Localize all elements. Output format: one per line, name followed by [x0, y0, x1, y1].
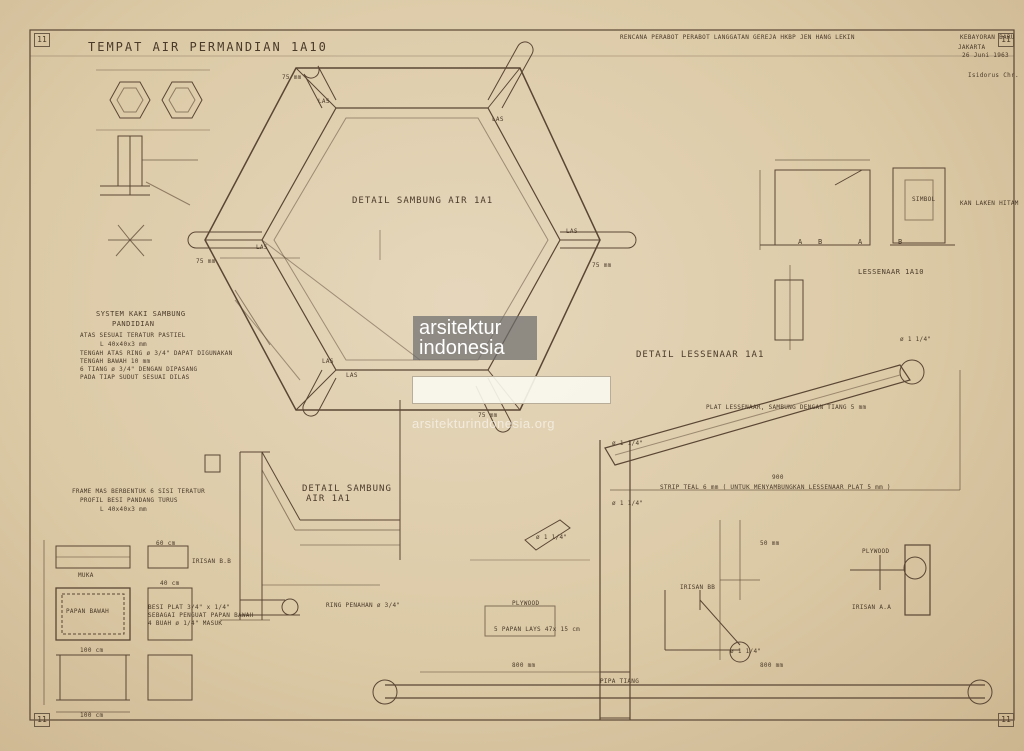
sistem-kaki-7: 6 TIANG ø 3/4" DENGAN DIPASANG	[80, 366, 198, 373]
sistem-kaki-8: PADA TIAP SUDUT SESUAI DILAS	[80, 374, 190, 381]
watermark-url: arsitekturindonesia.org	[412, 416, 556, 431]
drawing-date: 26 Juni 1963	[962, 52, 1009, 59]
frame-2: PROFIL BESI PANDANG TURUS	[80, 497, 178, 504]
las-6: LAS	[346, 372, 358, 379]
label-muka: MUKA	[78, 572, 94, 579]
dim-50: 50 mm	[760, 540, 780, 547]
dim-100-top: 100 cm	[80, 647, 104, 654]
label-irisan-bb: IRISAN B.B	[192, 558, 232, 565]
sistem-kaki-1: SYSTEM KAKI SAMBUNG	[96, 310, 186, 318]
sheet-number-top-left: 11	[34, 33, 50, 47]
dim-40: 40 cm	[160, 580, 180, 587]
besi-plat-3: 4 BUAH ø 1/4" MASUK	[148, 620, 223, 627]
besi-plat-2: SEBAGAI PENGUAT PAPAN BAWAH	[148, 612, 254, 619]
label-papan-lay: 5 PAPAN LAYS 47x 15 cm	[494, 626, 581, 633]
project-city: JAKARTA	[958, 44, 986, 51]
label-plat-lessenaar: PLAT LESSENAAR, SAMBUNG DENGAN TIANG 5 m…	[706, 404, 867, 411]
project-location: KEBAYORAN BARU	[960, 34, 1015, 41]
sheet-number-top-right: 11	[998, 33, 1014, 47]
label-detail-sambung-small-2: AIR 1A1	[306, 494, 351, 504]
label-plywood: PLYWOOD	[512, 600, 540, 607]
dim-800-right: 800 mm	[760, 662, 784, 669]
dim-800-left: 800 mm	[512, 662, 536, 669]
watermark-field	[412, 376, 611, 404]
pipe-size-2: ø 1 1/4"	[612, 440, 644, 447]
sistem-kaki-2: PANDIDIAN	[112, 320, 155, 328]
signature: Isidorus Chr.	[968, 72, 1019, 79]
sistem-kaki-5: TENGAH ATAS RING ø 3/4" DAPAT DIGUNAKAN	[80, 350, 233, 357]
dim-75-top: 75 mm	[282, 74, 302, 81]
label-detail-sambung-air: DETAIL SAMBUNG AIR 1A1	[352, 196, 494, 206]
marker-a-1: A	[798, 238, 803, 246]
label-simbol: SIMBOL	[912, 196, 936, 203]
pipe-size-5: ø 1 1/4"	[730, 648, 762, 655]
pipe-size-1: ø 1 1/4"	[536, 534, 568, 541]
label-pipa-tiang: PIPA TIANG	[600, 678, 640, 685]
label-irisan-aa: IRISAN A.A	[852, 604, 892, 611]
label-strip-teal: STRIP TEAL 6 mm ( UNTUK MENYAMBUNGKAN LE…	[660, 484, 891, 491]
sheet-number-bottom-right: 11	[998, 713, 1014, 727]
watermark-logo: arsitektur indonesia	[413, 316, 537, 360]
dim-75-bottom: 75 mm	[478, 412, 498, 419]
watermark-line-2: indonesia	[419, 337, 505, 359]
label-detail-sambung-small-1: DETAIL SAMBUNG	[302, 484, 392, 494]
project-title: RENCANA PERABOT PERABOT LANGGATAN GEREJA…	[620, 34, 855, 41]
label-ring-penahan: RING PENAHAN ø 3/4"	[326, 602, 401, 609]
sistem-kaki-6: TENGAH BAWAH 10 mm	[80, 358, 151, 365]
label-papan-bawah: PAPAN BAWAH	[66, 608, 110, 615]
pipe-size-3: ø 1 1/4"	[612, 500, 644, 507]
label-plywood-right: PLYWOOD	[862, 548, 890, 555]
las-5: LAS	[322, 358, 334, 365]
frame-3: L 40x40x3 mm	[100, 506, 147, 513]
marker-a-2: A	[858, 238, 863, 246]
label-irisan-bb-right: IRISAN BB	[680, 584, 716, 591]
sistem-kaki-4: L 40x40x3 mm	[100, 341, 147, 348]
las-2: LAS	[492, 116, 504, 123]
dim-75-left: 75 mm	[196, 258, 216, 265]
marker-b-1: B	[818, 238, 823, 246]
label-lessenaar: LESSENAAR 1A10	[858, 268, 925, 276]
sistem-kaki-3: ATAS SESUAI TERATUR PASTIEL	[80, 332, 186, 339]
dim-75-right: 75 mm	[592, 262, 612, 269]
frame-1: FRAME MAS BERBENTUK 6 SISI TERATUR	[72, 488, 206, 495]
watermark-line-1: arsitektur	[419, 317, 502, 339]
label-detail-lessenaar: DETAIL LESSENAAR 1A1	[636, 350, 765, 360]
las-1: LAS	[318, 98, 330, 105]
dim-100-bottom: 100 cm	[80, 712, 104, 719]
pipe-size-4: ø 1 1/4"	[900, 336, 932, 343]
sheet-number-bottom-left: 11	[34, 713, 50, 727]
dim-900: 900	[772, 474, 784, 481]
marker-b-2: B	[898, 238, 903, 246]
sheet-title: TEMPAT AIR PERMANDIAN 1A10	[88, 40, 328, 54]
besi-plat-1: BESI PLAT 3/4" x 1/4"	[148, 604, 231, 611]
las-3: LAS	[256, 244, 268, 251]
las-4: LAS	[566, 228, 578, 235]
dim-60: 60 cm	[156, 540, 176, 547]
label-kan-laken: KAN LAKEN HITAM	[960, 200, 1019, 207]
